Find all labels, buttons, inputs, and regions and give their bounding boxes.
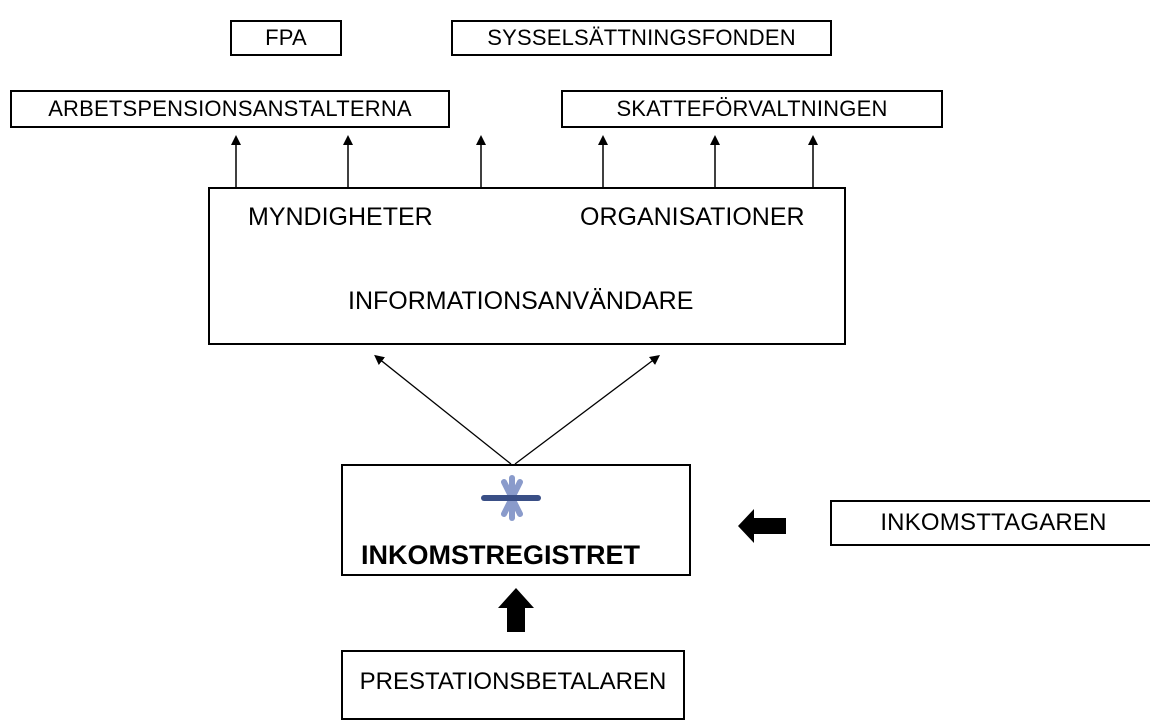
prestationsbetalaren-box: PRESTATIONSBETALAREN	[341, 650, 685, 720]
fpa-label: FPA	[265, 25, 307, 50]
asterisk-logo-icon	[481, 475, 541, 521]
myndigheter-label: MYNDIGHETER	[248, 203, 433, 231]
informationsanvandare-label: INFORMATIONSANVÄNDARE	[348, 287, 694, 315]
thick-arrow-up	[498, 588, 534, 632]
information-users-box: MYNDIGHETER ORGANISATIONER INFORMATIONSA…	[208, 187, 846, 345]
organisationer-label: ORGANISATIONER	[580, 203, 805, 231]
skatteforvaltningen-box: SKATTEFÖRVALTNINGEN	[561, 90, 943, 128]
thick-arrow-left	[738, 509, 786, 543]
inkomsttagaren-box: INKOMSTTAGAREN	[830, 500, 1150, 546]
inkomstregistret-label: INKOMSTREGISTRET	[361, 540, 641, 570]
fpa-box: FPA	[230, 20, 342, 56]
sysselsattningsfonden-box: SYSSELSÄTTNINGSFONDEN	[451, 20, 832, 56]
inkomstregistret-box: INKOMSTREGISTRET	[341, 464, 691, 576]
prestationsbetalaren-label: PRESTATIONSBETALAREN	[359, 668, 667, 695]
arbetspensionsanstalterna-box: ARBETSPENSIONSANSTALTERNA	[10, 90, 450, 128]
sysselsattningsfonden-label: SYSSELSÄTTNINGSFONDEN	[487, 25, 796, 50]
skatteforvaltningen-label: SKATTEFÖRVALTNINGEN	[616, 96, 888, 121]
arrow-diagonal-right	[514, 354, 660, 465]
inkomsttagaren-label: INKOMSTTAGAREN	[880, 509, 1107, 536]
arrow-diagonal-left	[374, 354, 512, 465]
arbetspensionsanstalterna-label: ARBETSPENSIONSANSTALTERNA	[48, 96, 412, 121]
